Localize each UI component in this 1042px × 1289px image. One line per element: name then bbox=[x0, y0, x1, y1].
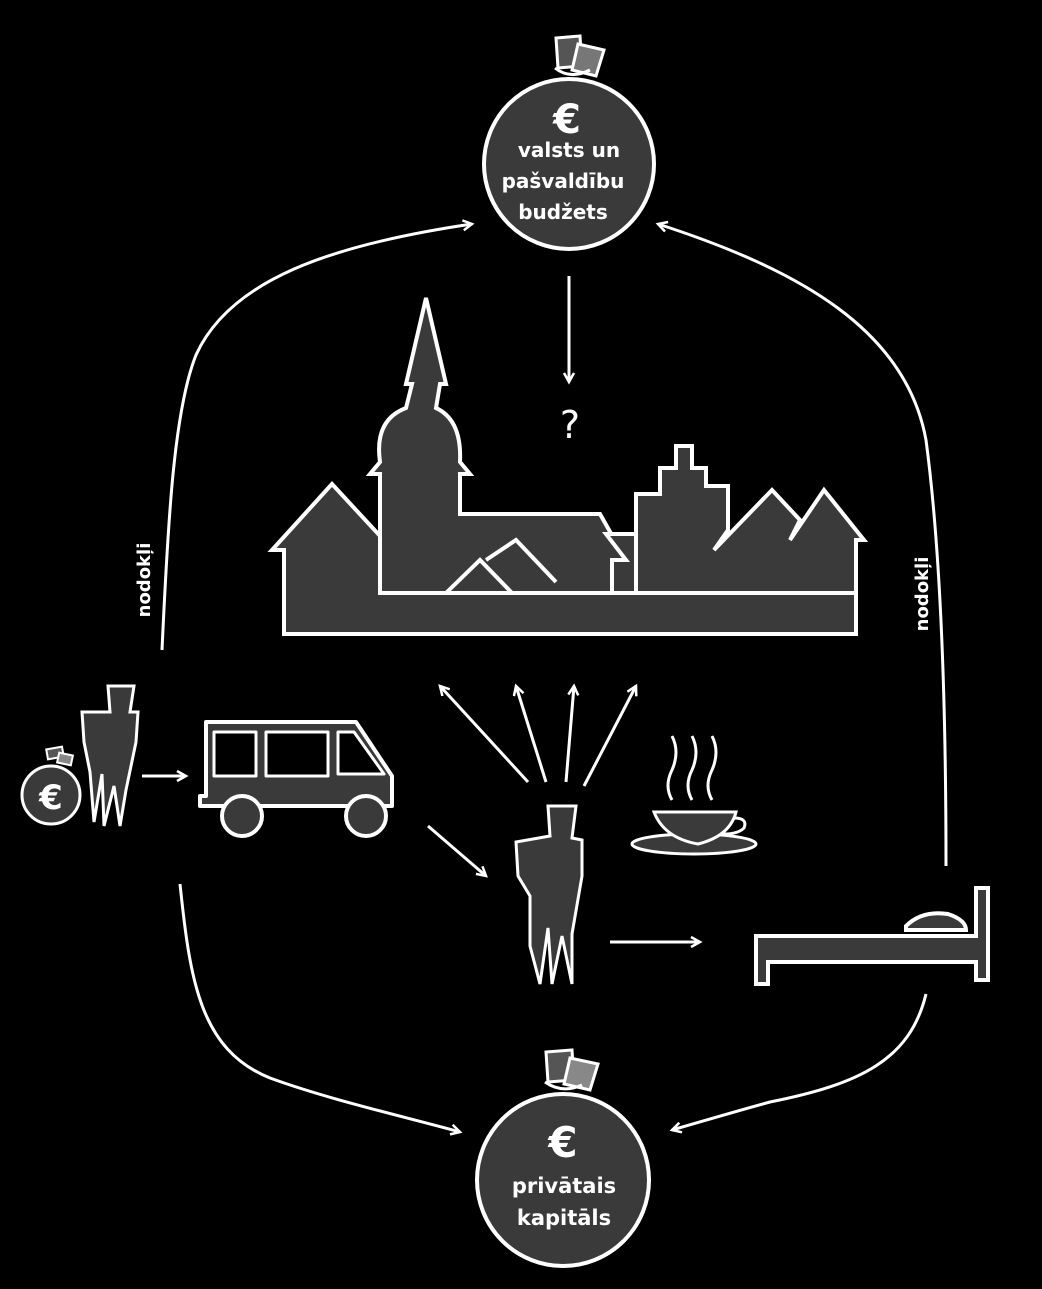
person-left-icon bbox=[80, 684, 140, 827]
budget-label-line2: pašvaldību bbox=[502, 169, 625, 193]
bus-icon bbox=[198, 720, 394, 838]
small-purse-currency: € bbox=[38, 778, 63, 818]
capital-label-line1: privātais bbox=[512, 1174, 616, 1198]
left-tax-arrow-icon bbox=[160, 224, 472, 651]
left-capital-arrow-icon bbox=[178, 883, 460, 1132]
bed-icon bbox=[754, 886, 990, 986]
capital-currency: € bbox=[547, 1118, 577, 1167]
capital-money-bag-icon: € privātais kapitāls bbox=[475, 1048, 651, 1268]
tax-label-left: nodokļi bbox=[134, 543, 155, 618]
person-center-icon bbox=[514, 804, 584, 985]
right-tax-arrow-icon bbox=[658, 224, 948, 867]
right-capital-arrow-icon bbox=[672, 993, 928, 1130]
budget-money-bag-icon: € valsts un pašvaldību budžets bbox=[482, 34, 656, 251]
town-skyline-icon bbox=[267, 297, 869, 636]
question-mark: ? bbox=[560, 403, 580, 447]
budget-label-line3: budžets bbox=[518, 200, 608, 224]
spending-arrows-icon bbox=[440, 686, 636, 787]
capital-label-line2: kapitāls bbox=[517, 1206, 611, 1230]
bus-to-person-arrow-icon bbox=[427, 824, 486, 876]
budget-label-line1: valsts un bbox=[518, 138, 620, 162]
tax-label-right: nodokļi bbox=[912, 557, 933, 632]
tea-cup-icon bbox=[630, 735, 758, 856]
small-money-bag-icon: € bbox=[20, 745, 82, 826]
budget-currency: € bbox=[552, 97, 581, 143]
